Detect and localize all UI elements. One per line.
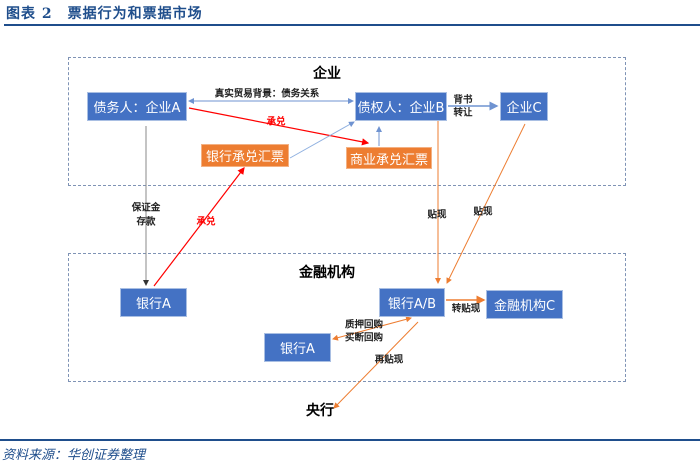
commercial-acceptance-node: 商业承兑汇票 <box>346 147 432 169</box>
discount-c-label: 贴现 <box>473 206 493 218</box>
repo-label-2: 买断回购 <box>344 332 384 344</box>
endorse-label-2: 转让 <box>453 107 473 119</box>
bank-acceptance-node: 银行承兑汇票 <box>201 144 289 167</box>
enterprise-zone <box>68 57 626 186</box>
rediscount-transfer-label: 转贴现 <box>451 303 481 315</box>
accept-red-arrow <box>188 107 370 146</box>
deposit-label-1: 保证金 <box>131 202 161 214</box>
accept-label-left: 承兑 <box>196 216 216 228</box>
rediscount-arrow <box>333 321 419 409</box>
bank-ab-node: 银行A/B <box>379 288 445 317</box>
rediscount-label: 再贴现 <box>374 354 404 366</box>
bank-a-node: 银行A <box>120 288 187 317</box>
financial-c-node: 金融机构C <box>486 290 563 319</box>
central-bank-node: 央行 <box>306 403 334 419</box>
repo-arrow <box>332 316 412 341</box>
debtor-node: 债务人：企业A <box>87 92 187 121</box>
footer-divider <box>0 439 700 441</box>
discount-c-arrow <box>446 123 526 284</box>
bank-a-lower-node: 银行A <box>264 333 331 362</box>
repo-label-1: 质押回购 <box>344 319 384 331</box>
figure-title: 图表 2 票据行为和票据市场 <box>6 6 203 22</box>
financial-zone-title: 金融机构 <box>299 265 355 281</box>
accept-label-top: 承兑 <box>266 116 286 128</box>
company-c-node: 企业C <box>500 92 548 121</box>
deposit-label-2: 存款 <box>136 216 156 228</box>
endorse-label-1: 背书 <box>453 94 473 106</box>
bank-bill-to-creditor-line <box>289 121 355 159</box>
source-note: 资料来源：华创证券整理 <box>2 448 146 463</box>
bank-accept-red-arrow <box>153 167 245 287</box>
header-divider <box>4 24 700 26</box>
enterprise-zone-title: 企业 <box>313 66 341 82</box>
trade-label: 真实贸易背景：债务关系 <box>214 88 320 100</box>
creditor-node: 债权人：企业B <box>355 92 447 121</box>
discount-b-label: 贴现 <box>427 209 447 221</box>
financial-zone <box>68 253 626 382</box>
